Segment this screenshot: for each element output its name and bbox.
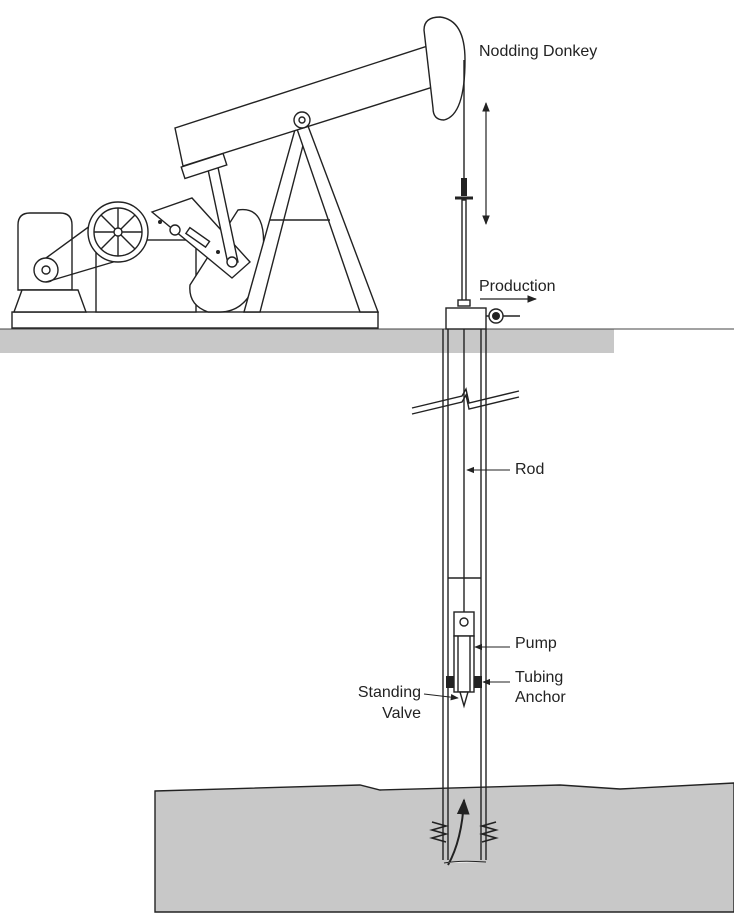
label-standing-valve-1: Standing [358,684,421,701]
label-standing-valve-2: Valve [382,705,421,722]
label-rod: Rod [515,461,544,478]
reservoir-formation [154,782,734,913]
polished-rod [455,60,473,307]
label-tubing-anchor-1: Tubing [515,669,563,686]
horse-head [423,16,466,121]
wellhead [445,307,520,330]
label-nodding-donkey: Nodding Donkey [479,43,597,60]
break-marker [411,393,520,415]
base-skid [11,311,379,329]
standing-valve [459,691,469,709]
tubing-anchor [446,676,482,688]
well-casing [442,329,487,860]
perforations [429,821,499,843]
crank-arm [150,197,251,279]
label-tubing-anchor-2: Anchor [515,689,566,706]
samson-post [243,125,380,313]
motor [13,212,87,313]
ground-surface [0,328,734,353]
label-pump: Pump [515,635,557,652]
flywheel [87,201,149,263]
label-production: Production [479,278,556,295]
downhole-pump [453,611,475,693]
oil-flow-arrow [443,798,487,866]
standing-valve-leader [423,693,459,701]
